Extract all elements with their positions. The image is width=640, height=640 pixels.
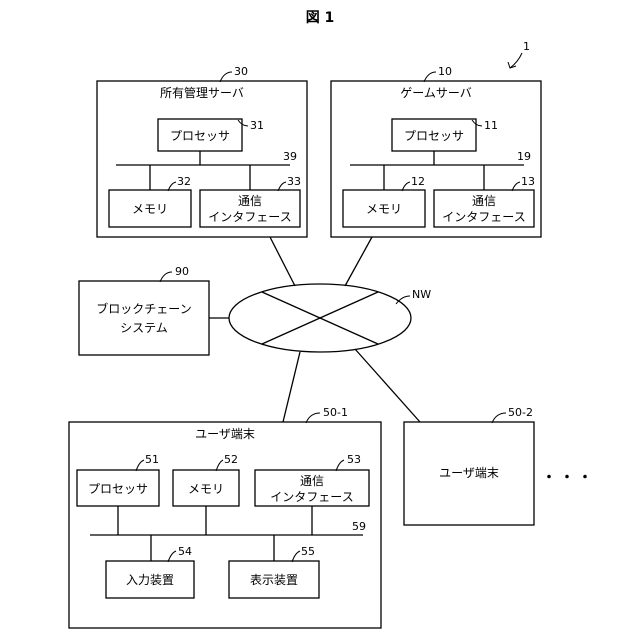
terminal1-comm-line2: インタフェース [270, 490, 353, 504]
game-server: ゲームサーバ 10 プロセッサ 11 19 メモリ 12 通信 インタフェース … [331, 65, 541, 237]
user-terminal-2: ユーザ端末 50-2 [404, 406, 534, 525]
terminal1-bus-ref: 59 [352, 520, 366, 533]
ownership-bus-ref: 39 [283, 150, 297, 163]
link-game-network [345, 237, 372, 286]
terminal1-processor-ref: 51 [145, 453, 159, 466]
terminal2-ref: 50-2 [508, 406, 533, 419]
ownership-server-label: 所有管理サーバ [160, 85, 244, 100]
game-memory-ref: 12 [411, 175, 425, 188]
game-bus-ref: 19 [517, 150, 531, 163]
network-ref: NW [412, 288, 431, 301]
terminal1-comm-ref: 53 [347, 453, 361, 466]
link-terminal2-network [355, 349, 420, 422]
system-ref-label: 1 [523, 40, 530, 53]
link-terminal1-network [283, 352, 300, 422]
terminal1-memory-label: メモリ [188, 482, 224, 496]
terminal1-memory-ref: 52 [224, 453, 238, 466]
ownership-memory-label: メモリ [132, 202, 168, 216]
terminal1-ref: 50-1 [323, 406, 348, 419]
terminal1-input-ref: 54 [178, 545, 192, 558]
blockchain-box [79, 281, 209, 355]
game-processor-label: プロセッサ [404, 129, 464, 143]
game-comm-line1: 通信 [472, 194, 496, 208]
ownership-processor-label: プロセッサ [170, 129, 230, 143]
link-ownership-network [270, 237, 295, 286]
ownership-memory-ref: 32 [177, 175, 191, 188]
game-comm-line2: インタフェース [442, 210, 525, 224]
terminal1-display-label: 表示装置 [250, 573, 298, 587]
terminal1-display-ref: 55 [301, 545, 315, 558]
terminal2-label: ユーザ端末 [439, 466, 499, 480]
user-terminal-1: ユーザ端末 50-1 プロセッサ 51 メモリ 52 通信 インタフェース 53… [69, 406, 381, 628]
ownership-comm-line1: 通信 [238, 194, 262, 208]
ownership-comm-ref: 33 [287, 175, 301, 188]
network: NW [229, 284, 431, 352]
blockchain-ref: 90 [175, 265, 189, 278]
game-memory-label: メモリ [366, 202, 402, 216]
ownership-server-ref: 30 [234, 65, 248, 78]
system-ref-arrow [510, 53, 522, 68]
blockchain-system: ブロックチェーン システム 90 [79, 265, 209, 355]
game-server-label: ゲームサーバ [400, 86, 472, 100]
ownership-processor-ref: 31 [250, 119, 264, 132]
terminal1-input-label: 入力装置 [126, 573, 174, 587]
game-processor-ref: 11 [484, 119, 498, 132]
more-terminals-ellipsis: ・・・ [542, 470, 596, 486]
blockchain-line2: システム [120, 321, 168, 335]
figure-title: 図 1 [306, 10, 335, 26]
terminal1-processor-label: プロセッサ [88, 482, 148, 496]
terminal1-label: ユーザ端末 [195, 427, 255, 441]
ownership-server: 所有管理サーバ 30 プロセッサ 31 39 メモリ 32 通信 インタフェース… [97, 65, 307, 237]
ownership-comm-line2: インタフェース [208, 210, 291, 224]
game-comm-ref: 13 [521, 175, 535, 188]
system-ref-arrowhead [508, 62, 516, 68]
terminal1-comm-line1: 通信 [300, 474, 324, 488]
blockchain-line1: ブロックチェーン [96, 301, 191, 316]
game-server-ref: 10 [438, 65, 452, 78]
